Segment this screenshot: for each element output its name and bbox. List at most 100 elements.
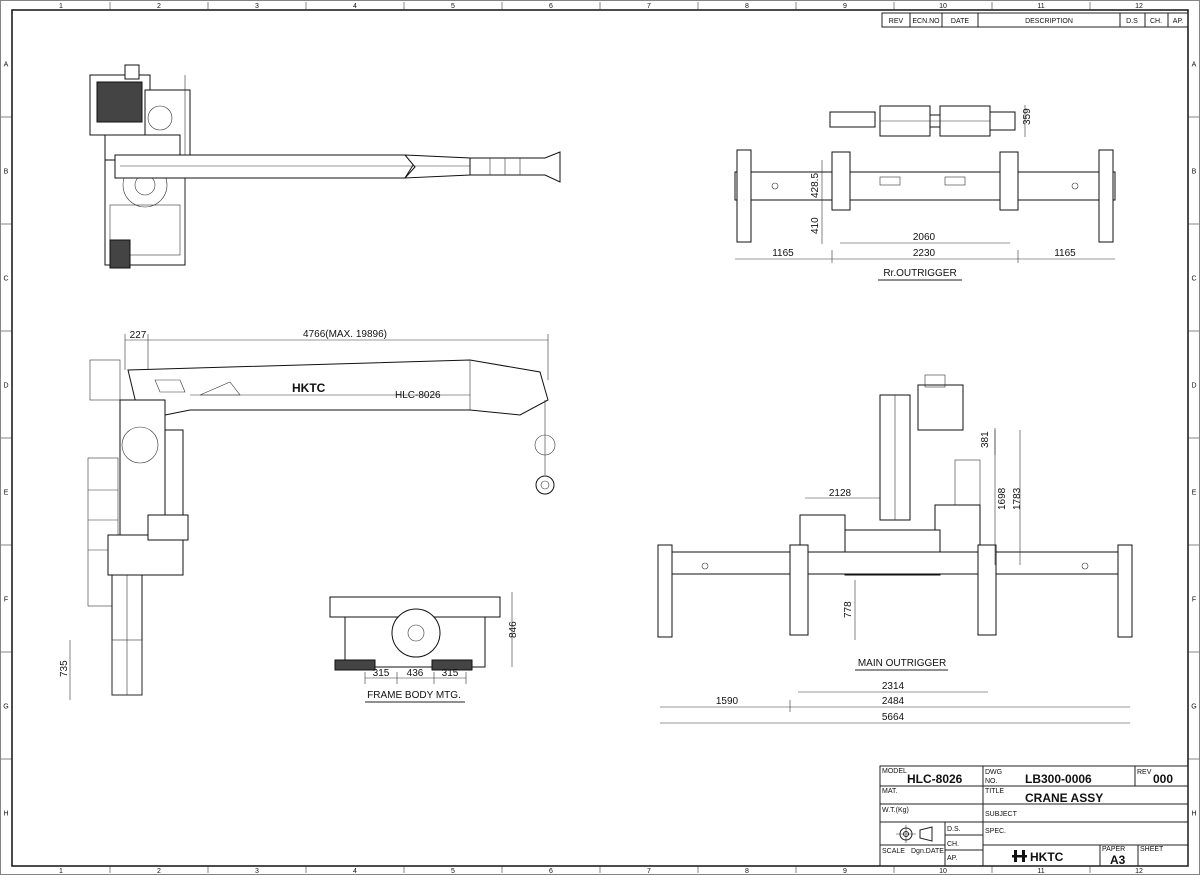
boom-model: HLC-8026 [395, 390, 441, 401]
dim-315-b: 315 [442, 668, 459, 679]
grid-row-label-left: B [4, 169, 9, 176]
grid-row-label-left: C [3, 276, 8, 283]
dim-4766: 4766(MAX. 19896) [303, 329, 387, 340]
main-outrigger-label: MAIN OUTRIGGER [858, 658, 946, 669]
dim-359: 359 [1022, 108, 1033, 125]
grid-row-label-right: H [1191, 811, 1196, 818]
title-label: TITLE [985, 788, 1004, 795]
dwg-label: DWG [985, 769, 1002, 776]
dim-735: 735 [59, 660, 70, 677]
grid-row-label-right: F [1192, 597, 1196, 604]
spec-label: SPEC. [985, 828, 1006, 835]
dim-381: 381 [980, 431, 991, 448]
model-label: MODEL [882, 768, 907, 775]
grid-col-label-top: 10 [939, 3, 947, 10]
grid-col-label-bottom: 5 [451, 868, 455, 875]
grid-col-label-bottom: 12 [1135, 868, 1143, 875]
ch-header: CH. [1150, 18, 1162, 25]
grid-row-label-right: A [1192, 62, 1197, 69]
grid-row-label-left: E [4, 490, 9, 497]
grid-col-label-top: 6 [549, 3, 553, 10]
main-outrigger-view: 381 1698 1783 2128 778 MAIN OUTRIGGER 23… [657, 374, 1133, 724]
grid-col-label-bottom: 1 [59, 868, 63, 875]
dim-1698: 1698 [997, 487, 1008, 510]
company-logo-icon [1012, 850, 1027, 862]
wt-label: W.T.(Kg) [882, 807, 909, 814]
ds-header: D.S [1126, 18, 1138, 25]
grid-row-label-right: B [1192, 169, 1197, 176]
dwg-no-label: NO. [985, 778, 998, 785]
dim-2484: 2484 [882, 696, 905, 707]
dim-2128: 2128 [829, 488, 852, 499]
dim-1165-right: 1165 [1054, 248, 1076, 259]
frame-body-view: 846 315 436 315 FRAME BODY MTG. [329, 592, 519, 703]
scale-label: SCALE [882, 848, 905, 855]
dim-846: 846 [508, 621, 519, 638]
grid-col-label-bottom: 2 [157, 868, 161, 875]
company-name: HKTC [1030, 850, 1064, 864]
grid-col-label-top: 7 [647, 3, 651, 10]
grid-col-label-top: 8 [745, 3, 749, 10]
grid-col-label-bottom: 3 [255, 868, 259, 875]
ap-label: AP. [947, 855, 957, 862]
grid-col-label-bottom: 9 [843, 868, 847, 875]
mat-label: MAT. [882, 788, 897, 795]
frame-body-label: FRAME BODY MTG. [367, 690, 461, 701]
grid-row-label-right: E [1192, 490, 1197, 497]
boom-brand: HKTC [292, 381, 326, 395]
sheet-label: SHEET [1140, 846, 1164, 853]
ecn-header: ECN.NO [912, 18, 940, 25]
grid-row-label-left: F [4, 597, 8, 604]
dim-227: 227 [130, 330, 147, 341]
projection-symbol-icon [896, 825, 933, 843]
grid-col-label-bottom: 8 [745, 868, 749, 875]
title-value: CRANE ASSY [1025, 791, 1103, 805]
grid-col-label-top: 4 [353, 3, 357, 10]
model-value: HLC-8026 [907, 772, 963, 786]
grid-col-label-top: 9 [843, 3, 847, 10]
paper-value: A3 [1110, 853, 1126, 867]
dim-2060: 2060 [913, 232, 936, 243]
rr-outrigger-label: Rr.OUTRIGGER [883, 268, 956, 279]
grid-col-label-top: 5 [451, 3, 455, 10]
dim-778: 778 [843, 601, 854, 618]
grid-col-label-top: 3 [255, 3, 259, 10]
paper-label: PAPER [1102, 846, 1125, 853]
revision-table: REV ECN.NO DATE DESCRIPTION D.S CH. AP. [881, 12, 1189, 28]
grid-row-label-left: G [3, 704, 8, 711]
top-view [89, 64, 561, 269]
grid-row-label-left: H [3, 811, 8, 818]
rev-header: REV [889, 18, 904, 25]
dim-1590: 1590 [716, 696, 739, 707]
dwg-no-value: LB300-0006 [1025, 772, 1092, 786]
ap-header: AP. [1173, 18, 1183, 25]
rev-value: 000 [1153, 772, 1173, 786]
grid-row-label-left: A [4, 62, 9, 69]
title-block: MODEL HLC-8026 DWG NO. LB300-0006 REV 00… [879, 765, 1189, 867]
dim-315-a: 315 [373, 668, 390, 679]
side-view: 227 4766(MAX. 19896) HKTC HLC-8026 735 [59, 329, 556, 700]
grid-col-label-top: 1 [59, 3, 63, 10]
dim-5664: 5664 [882, 712, 905, 723]
rr-outrigger-view: 359 428.5 410 2060 2230 1165 1165 Rr.OUT… [734, 105, 1116, 281]
grid-col-label-top: 12 [1135, 3, 1143, 10]
grid-row-label-left: D [3, 383, 8, 390]
rev-label: REV [1137, 769, 1152, 776]
grid-col-label-top: 11 [1037, 3, 1044, 10]
dim-2230: 2230 [913, 248, 936, 259]
description-header: DESCRIPTION [1025, 18, 1073, 25]
grid-row-label-right: D [1191, 383, 1196, 390]
grid-col-label-bottom: 11 [1037, 868, 1044, 875]
grid-row-label-right: G [1191, 704, 1196, 711]
grid-col-label-bottom: 6 [549, 868, 553, 875]
ds-label: D.S. [947, 826, 961, 833]
grid-col-label-top: 2 [157, 3, 161, 10]
dim-436: 436 [407, 668, 424, 679]
dgn-date-label: Dgn.DATE [911, 848, 944, 855]
dim-1783: 1783 [1012, 487, 1023, 510]
dim-2314: 2314 [882, 681, 905, 692]
subject-label: SUBJECT [985, 811, 1018, 818]
dim-410: 410 [810, 217, 821, 234]
